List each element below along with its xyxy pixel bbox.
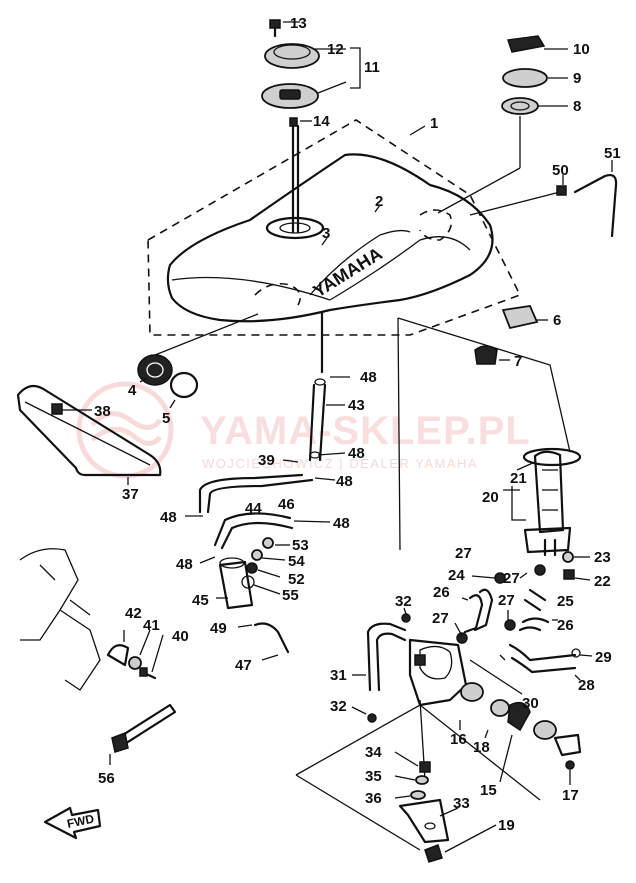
callout-24: 24 bbox=[448, 567, 465, 584]
callout-13: 13 bbox=[290, 15, 307, 32]
callout-52: 52 bbox=[288, 571, 305, 588]
callout-50: 50 bbox=[552, 162, 569, 179]
part-callouts: 1 2 3 4 5 6 7 8 9 10 11 12 13 14 15 16 1… bbox=[94, 15, 621, 834]
callout-51: 51 bbox=[604, 145, 621, 162]
fwd-label: FWD bbox=[66, 811, 96, 830]
callout-1: 1 bbox=[430, 115, 438, 132]
callout-40: 40 bbox=[172, 628, 189, 645]
callout-47: 47 bbox=[235, 657, 252, 674]
callout-27b: 27 bbox=[503, 570, 520, 587]
callout-37: 37 bbox=[122, 486, 139, 503]
callout-33: 33 bbox=[453, 795, 470, 812]
callout-11: 11 bbox=[364, 59, 380, 76]
callout-43: 43 bbox=[348, 397, 365, 414]
callout-46: 46 bbox=[278, 496, 295, 513]
callout-32a: 32 bbox=[395, 593, 412, 610]
callout-48e: 48 bbox=[333, 515, 350, 532]
vent-hose bbox=[469, 160, 618, 238]
callout-26b: 26 bbox=[557, 617, 574, 634]
callout-21: 21 bbox=[510, 470, 527, 487]
callout-42: 42 bbox=[125, 605, 142, 622]
callout-3: 3 bbox=[322, 225, 330, 242]
watermark-title: YAMA-SKLEP.PL bbox=[200, 409, 531, 453]
callout-25: 25 bbox=[557, 593, 574, 610]
callout-38: 38 bbox=[94, 403, 111, 420]
callout-14: 14 bbox=[313, 113, 330, 130]
fuel-cock-assembly bbox=[295, 317, 593, 863]
callout-36: 36 bbox=[365, 790, 382, 807]
callout-19: 19 bbox=[498, 817, 515, 834]
callout-8: 8 bbox=[573, 98, 581, 115]
fuel-pump-hoses bbox=[185, 310, 350, 661]
callout-6: 6 bbox=[553, 312, 561, 329]
callout-27d: 27 bbox=[432, 610, 449, 627]
callout-39: 39 bbox=[258, 452, 275, 469]
callout-44: 44 bbox=[245, 500, 262, 517]
callout-34: 34 bbox=[365, 744, 382, 761]
callout-27c: 27 bbox=[498, 592, 515, 609]
callout-35: 35 bbox=[365, 768, 382, 785]
callout-45: 45 bbox=[192, 592, 209, 609]
callout-54: 54 bbox=[288, 553, 305, 570]
callout-48c: 48 bbox=[336, 473, 353, 490]
callout-49: 49 bbox=[210, 620, 227, 637]
callout-55: 55 bbox=[282, 587, 299, 604]
callout-48a: 48 bbox=[360, 369, 377, 386]
callout-41: 41 bbox=[143, 617, 160, 634]
callout-27a: 27 bbox=[455, 545, 472, 562]
callout-5: 5 bbox=[162, 410, 170, 427]
callout-56: 56 bbox=[98, 770, 115, 787]
callout-48f: 48 bbox=[176, 556, 193, 573]
callout-22: 22 bbox=[594, 573, 611, 590]
callout-20: 20 bbox=[482, 489, 499, 506]
watermark-subtitle: WOJCIECHOWICZ | DEALER YAMAHA bbox=[202, 456, 478, 471]
callout-10: 10 bbox=[573, 41, 590, 58]
frame-bracket: FWD bbox=[19, 548, 177, 840]
fuel-cap-assembly bbox=[261, 19, 361, 234]
callout-30: 30 bbox=[522, 695, 539, 712]
callout-28: 28 bbox=[578, 677, 595, 694]
side-trim bbox=[16, 384, 162, 485]
callout-17: 17 bbox=[562, 787, 579, 804]
callout-15: 15 bbox=[480, 782, 497, 799]
callout-31: 31 bbox=[330, 667, 347, 684]
filler-neck-parts bbox=[137, 313, 259, 409]
callout-12: 12 bbox=[327, 41, 344, 58]
fuel-tank: YAMAHA bbox=[147, 119, 522, 336]
tank-mount-parts bbox=[437, 35, 568, 365]
callout-48b: 48 bbox=[348, 445, 365, 462]
callout-29: 29 bbox=[595, 649, 612, 666]
callout-18: 18 bbox=[473, 739, 490, 756]
callout-26a: 26 bbox=[433, 584, 450, 601]
callout-9: 9 bbox=[573, 70, 581, 87]
callout-4: 4 bbox=[128, 382, 137, 399]
callout-53: 53 bbox=[292, 537, 309, 554]
callout-7: 7 bbox=[514, 353, 522, 370]
callout-23: 23 bbox=[594, 549, 611, 566]
callout-2: 2 bbox=[375, 193, 383, 210]
callout-16: 16 bbox=[450, 731, 467, 748]
watermark: YAMA-SKLEP.PL WOJCIECHOWICZ | DEALER YAM… bbox=[76, 381, 531, 479]
callout-48d: 48 bbox=[160, 509, 177, 526]
callout-32b: 32 bbox=[330, 698, 347, 715]
